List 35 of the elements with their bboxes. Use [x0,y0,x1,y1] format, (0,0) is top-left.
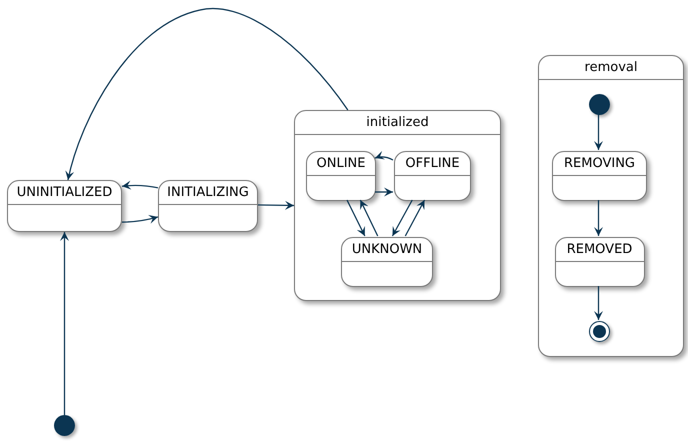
state-box [7,180,122,232]
transition-arrow [122,214,158,224]
transition-arrow [392,200,413,236]
composite-state-name: initialized [366,116,429,129]
transition-arrow [594,286,603,320]
composite-state [538,55,684,357]
transition-arrow [375,188,393,196]
initial-state [54,415,75,436]
state-name: UNKNOWN [352,243,422,256]
transition-arrow [122,180,158,190]
state-name: INITIALIZING [167,186,249,199]
state-name: REMOVING [564,157,635,170]
transition-arrow [404,200,426,236]
final-state [589,321,610,342]
state-box [158,180,258,232]
transition-arrow [60,232,69,415]
transition-arrow [594,200,603,236]
transition-arrow [258,200,294,210]
state-name: ONLINE [316,157,366,170]
transition-arrow [66,8,348,180]
composite-state [294,110,501,301]
composite-state-name: removal [584,61,638,74]
transition-arrow [346,200,366,236]
transition-arrow [374,151,394,161]
state-box [306,151,376,201]
state-box [552,151,647,201]
transition-arrow [594,114,603,150]
state-box [341,237,433,287]
state-name: UNINITIALIZED [16,186,112,199]
transition-arrow [360,200,378,236]
state-box [554,237,644,287]
state-name: REMOVED [566,243,632,256]
state-box [394,151,471,201]
initial-state [589,94,610,115]
state-name: OFFLINE [405,157,460,170]
